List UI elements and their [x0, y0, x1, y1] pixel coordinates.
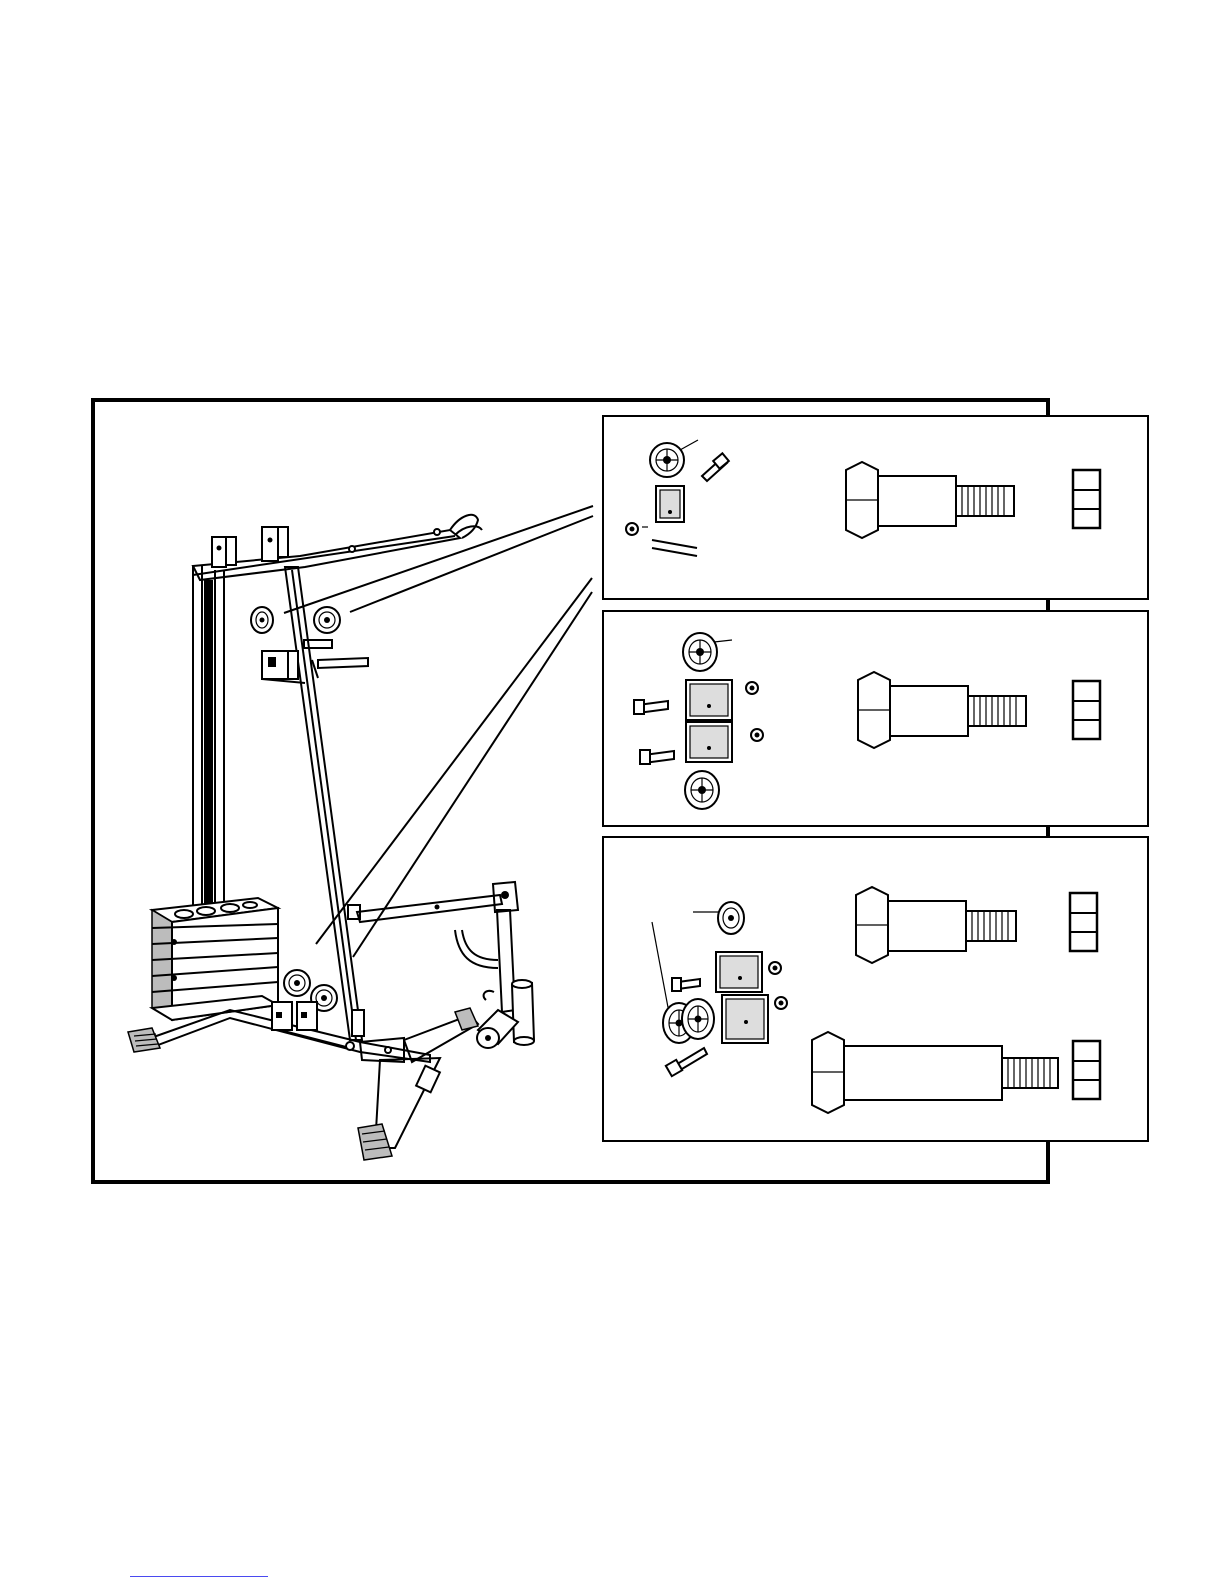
callout-middle	[603, 611, 1148, 826]
callout-top	[603, 416, 1148, 599]
pulley-upper-right	[314, 607, 340, 633]
pulley-upper-left	[251, 607, 273, 633]
foam-roller-upper	[512, 980, 534, 1045]
footer-link-rule[interactable]	[130, 1576, 268, 1577]
callout-bottom	[603, 837, 1148, 1141]
nut-box-bottom-upper	[1070, 893, 1097, 951]
nut-box-middle	[1073, 681, 1100, 739]
nut-box-top	[1073, 470, 1100, 528]
nut-box-bottom-lower	[1073, 1041, 1100, 1099]
weight-stack	[152, 898, 278, 1020]
